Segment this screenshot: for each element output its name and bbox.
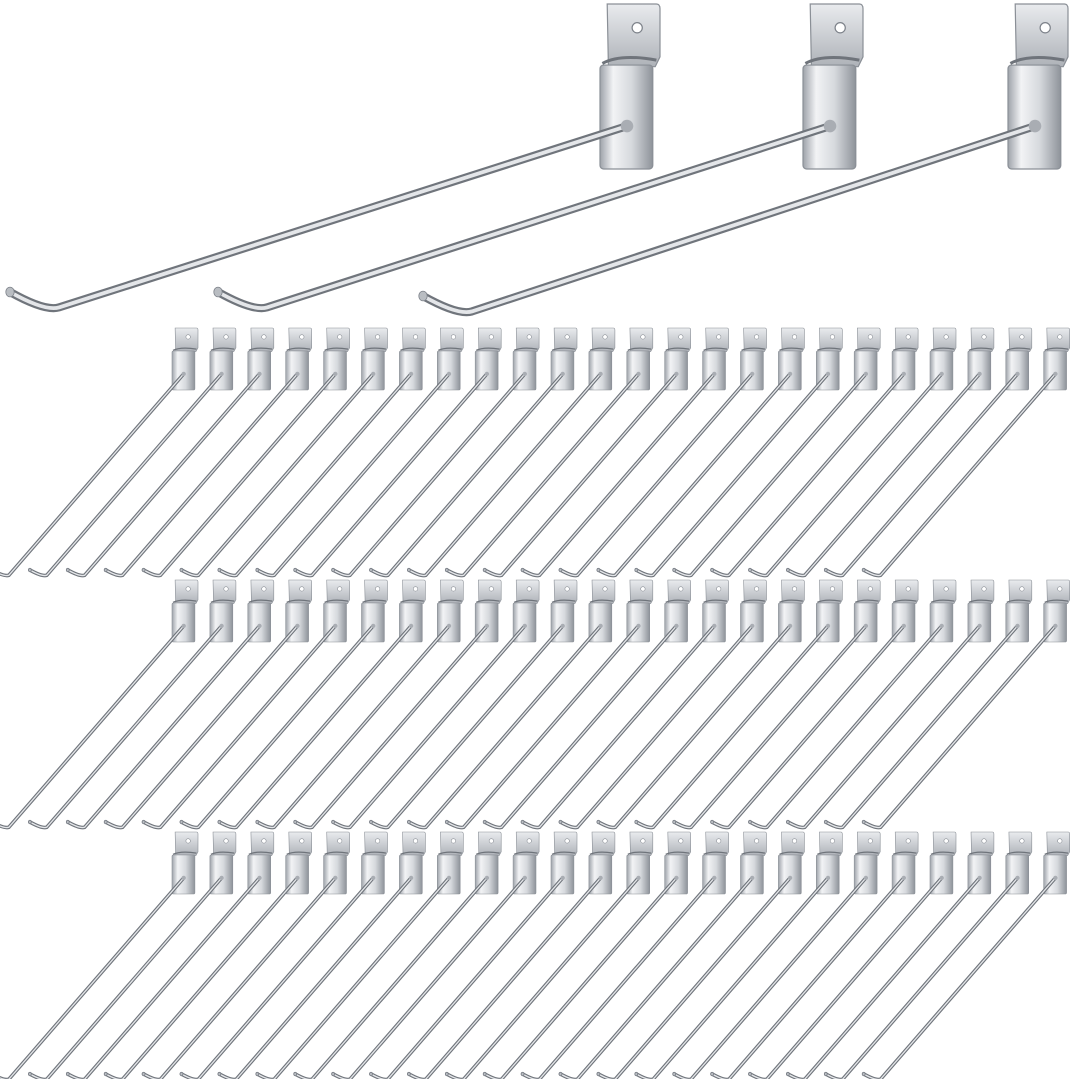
small-hook <box>482 327 691 578</box>
small-hook <box>103 579 312 830</box>
small-hook <box>861 327 1070 578</box>
small-hook <box>369 579 578 830</box>
small-hook <box>179 579 388 830</box>
small-hook <box>672 327 881 578</box>
small-hook <box>217 327 426 578</box>
small-hook <box>634 579 843 830</box>
small-hook <box>444 327 654 578</box>
small-hook <box>520 327 729 578</box>
small-hook <box>0 579 199 830</box>
small-hook <box>331 327 540 578</box>
small-hook <box>0 327 199 578</box>
small-hook <box>710 579 919 830</box>
small-hook <box>255 579 464 830</box>
small-hook <box>748 327 957 578</box>
small-hook <box>293 579 502 830</box>
small-hook <box>293 327 502 578</box>
large-hook-2 <box>213 3 864 313</box>
small-hook <box>861 579 1070 830</box>
small-hook <box>28 579 237 830</box>
small-hook <box>786 327 995 578</box>
small-hooks-grid <box>0 327 1070 1082</box>
small-hook <box>65 327 275 578</box>
small-hook <box>103 327 312 578</box>
large-hooks-group <box>5 3 1069 317</box>
small-hook <box>141 327 350 578</box>
small-hook <box>823 579 1033 830</box>
small-hook <box>786 579 995 830</box>
small-hook <box>331 579 540 830</box>
small-hook <box>217 579 426 830</box>
small-hook <box>28 327 237 578</box>
small-hook <box>103 831 312 1082</box>
small-hook <box>823 327 1033 578</box>
small-hook <box>407 327 616 578</box>
small-hook <box>65 831 275 1082</box>
small-hook <box>179 327 388 578</box>
small-hook <box>255 327 464 578</box>
large-hook-1 <box>5 3 661 313</box>
small-hook <box>407 579 616 830</box>
small-hook <box>672 579 881 830</box>
large-hook-3 <box>418 3 1069 317</box>
small-hook <box>0 831 199 1082</box>
small-hook <box>748 579 957 830</box>
small-hook <box>444 579 654 830</box>
small-hook <box>141 579 350 830</box>
small-hook <box>520 579 729 830</box>
small-hook <box>710 327 919 578</box>
small-hook <box>634 327 843 578</box>
small-hook <box>596 579 805 830</box>
small-hook <box>369 327 578 578</box>
small-hook <box>596 327 805 578</box>
small-hook <box>65 579 275 830</box>
small-hook <box>558 327 767 578</box>
small-hook <box>558 579 767 830</box>
small-hook <box>28 831 237 1082</box>
small-hook <box>482 579 691 830</box>
